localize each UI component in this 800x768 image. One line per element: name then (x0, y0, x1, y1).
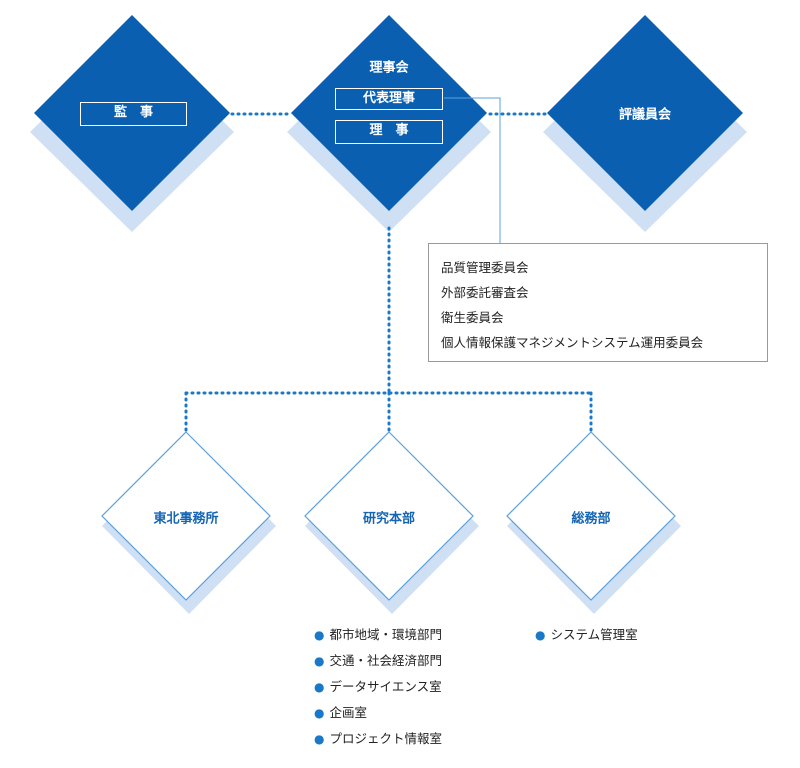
list-item: ●都市地域・環境部門 (314, 627, 442, 642)
tohoku-office-label: 東北事務所 (153, 511, 219, 527)
committee-item: 外部委託審査会 (441, 285, 529, 300)
bullet-icon: ● (314, 732, 325, 746)
committee-list: 品質管理委員会 外部委託審査会 衛生委員会 個人情報保護マネジメントシステム運用… (428, 243, 768, 362)
general-affairs-label: 総務部 (571, 511, 611, 527)
board-title: 理事会 (369, 60, 409, 76)
list-item: ●企画室 (314, 705, 367, 720)
general-diamond (506, 431, 676, 601)
list-item: ●データサイエンス室 (314, 679, 442, 694)
board-members-label: 理 事 (335, 120, 443, 144)
bullet-icon: ● (314, 628, 325, 642)
list-item: ●交通・社会経済部門 (314, 653, 442, 668)
bullet-icon: ● (314, 680, 325, 694)
committee-item: 個人情報保護マネジメントシステム運用委員会 (441, 335, 704, 350)
board-diamond (291, 15, 487, 211)
bullet-icon: ● (314, 654, 325, 668)
committee-connector (444, 97, 501, 243)
bullet-icon: ● (314, 706, 325, 720)
board-chair-label: 代表理事 (335, 88, 443, 110)
research-diamond (304, 431, 474, 601)
councillors-diamond (547, 15, 743, 211)
committee-item: 品質管理委員会 (441, 260, 529, 275)
auditor-diamond (34, 15, 230, 211)
research-hq-label: 研究本部 (362, 511, 416, 527)
councillors-label: 評議員会 (618, 107, 672, 123)
committee-item: 衛生委員会 (441, 310, 504, 325)
list-item: ●プロジェクト情報室 (314, 731, 442, 746)
auditor-label: 監 事 (80, 102, 187, 126)
research-units-list: ●都市地域・環境部門 ●交通・社会経済部門 ●データサイエンス室 ●企画室 ●プ… (314, 622, 442, 752)
tohoku-diamond (101, 431, 271, 601)
bullet-icon: ● (535, 628, 546, 642)
general-units-list: ●システム管理室 (535, 622, 638, 648)
list-item: ●システム管理室 (535, 627, 638, 642)
